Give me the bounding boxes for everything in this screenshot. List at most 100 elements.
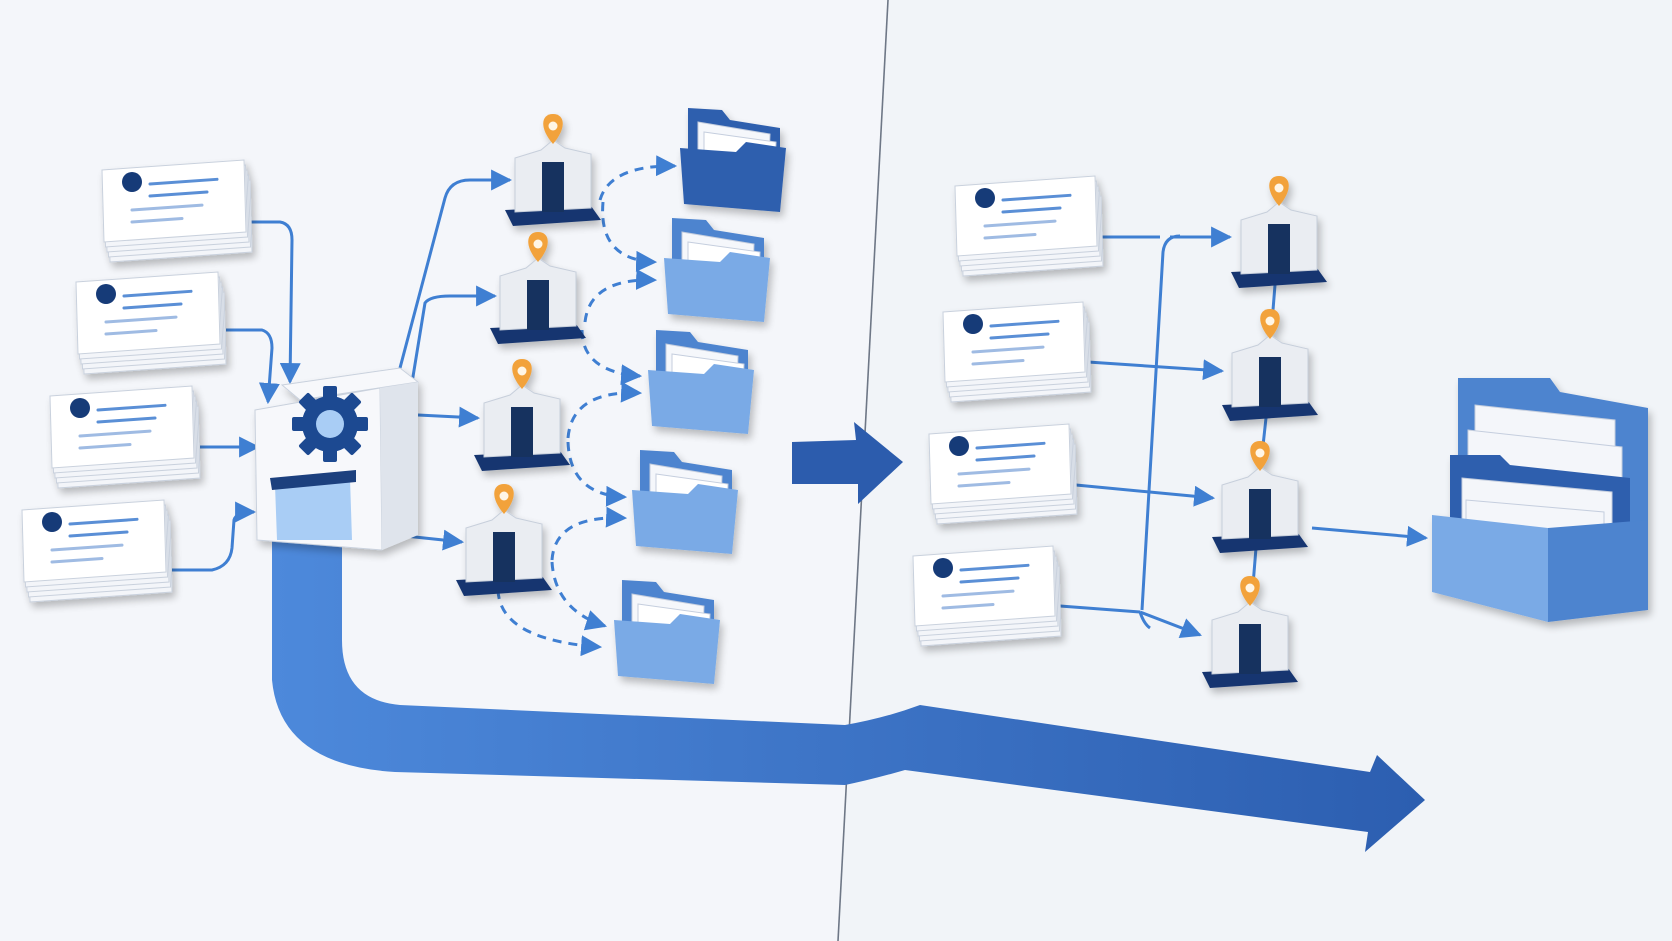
building-door <box>511 407 533 457</box>
card-text-line <box>989 319 1060 328</box>
card-text-line <box>957 467 1031 476</box>
card-text-line <box>975 441 1046 450</box>
document-card-icon <box>928 423 1078 525</box>
card-dot <box>975 188 995 208</box>
connector-line <box>417 406 481 428</box>
connector-line <box>550 506 628 561</box>
building-icon <box>1202 576 1298 688</box>
building-door <box>1268 224 1290 274</box>
document-card-icon <box>954 175 1104 277</box>
card-text-line <box>78 443 132 450</box>
card-text-line <box>68 517 139 526</box>
card-sheet <box>954 175 1098 257</box>
building-icon <box>505 114 601 226</box>
location-pin-icon <box>1269 176 1289 206</box>
folder-front <box>632 484 738 554</box>
arrow-right-icon <box>792 422 903 504</box>
connector-line <box>1140 234 1181 611</box>
card-text-line <box>989 332 1050 340</box>
card-dot <box>42 512 62 532</box>
folder-icon <box>664 218 770 322</box>
building-icon <box>490 232 586 344</box>
folder-front <box>648 364 754 434</box>
card-text-line <box>148 190 209 198</box>
folder-front <box>680 142 786 212</box>
card-text-line <box>959 576 1020 584</box>
card-sheet <box>75 271 221 355</box>
folder-front <box>614 614 720 684</box>
processor-window <box>275 478 352 540</box>
card-text-line <box>941 589 1015 598</box>
connector-line <box>1138 611 1151 630</box>
connector-line <box>1139 610 1202 639</box>
building-icon <box>474 359 570 471</box>
connector-line <box>496 589 603 657</box>
connector-line <box>172 501 257 572</box>
left-buildings <box>456 114 601 596</box>
card-text-line <box>78 429 152 438</box>
building-door <box>1239 624 1261 674</box>
card-text-line <box>50 543 124 552</box>
location-pin-icon <box>1260 309 1280 339</box>
folder-icon <box>648 330 754 434</box>
card-text-line <box>104 329 158 336</box>
card-text-line <box>975 454 1036 462</box>
location-pin-icon <box>494 484 514 514</box>
main-flow-band <box>272 540 1425 852</box>
connector-line <box>248 220 301 385</box>
card-text-line <box>959 563 1030 572</box>
document-card-icon <box>101 159 253 263</box>
left-folders <box>614 108 786 684</box>
right-buildings <box>1202 176 1327 688</box>
connector-line <box>598 155 678 201</box>
right-card-stacks <box>912 175 1104 647</box>
building-door <box>542 162 564 212</box>
gear-icon <box>292 386 368 462</box>
card-text-line <box>957 481 1011 488</box>
card-sheet <box>49 385 195 469</box>
card-text-line <box>1001 193 1072 202</box>
card-text-line <box>122 302 183 310</box>
folder-front <box>664 252 770 322</box>
card-text-line <box>50 557 104 564</box>
location-pin-icon <box>1250 441 1270 471</box>
archive-folder-icon <box>1432 378 1648 622</box>
card-text-line <box>983 233 1037 240</box>
card-dot <box>963 314 983 334</box>
card-text-line <box>96 403 167 412</box>
card-dot <box>933 558 953 578</box>
connector-line <box>1075 483 1216 507</box>
card-text-line <box>971 359 1025 366</box>
card-text-line <box>68 530 129 538</box>
card-text-line <box>130 203 204 212</box>
building-door <box>1249 489 1271 539</box>
document-card-icon <box>49 385 201 489</box>
archive-front <box>1432 515 1548 622</box>
location-pin-icon <box>512 359 532 389</box>
card-sheet <box>928 423 1072 505</box>
building-door <box>1259 357 1281 407</box>
card-text-line <box>104 315 178 324</box>
transition-arrow <box>792 422 903 504</box>
connector-line <box>583 268 658 323</box>
building-door <box>527 280 549 330</box>
processor-window-frame <box>270 470 356 490</box>
card-text-line <box>983 219 1057 228</box>
location-pin-icon <box>528 232 548 262</box>
card-sheet <box>942 301 1086 383</box>
location-pin-icon <box>1240 576 1260 606</box>
card-sheet <box>21 499 167 583</box>
card-text-line <box>122 289 193 298</box>
connector-line <box>408 285 498 396</box>
building-icon <box>1222 309 1318 421</box>
connector-line <box>601 201 658 272</box>
location-pin-icon <box>543 114 563 144</box>
folder-icon <box>632 450 738 554</box>
card-sheet <box>101 159 247 243</box>
building-door <box>493 532 515 582</box>
card-dot <box>96 284 116 304</box>
card-text-line <box>96 416 157 424</box>
card-text-line <box>941 603 995 610</box>
